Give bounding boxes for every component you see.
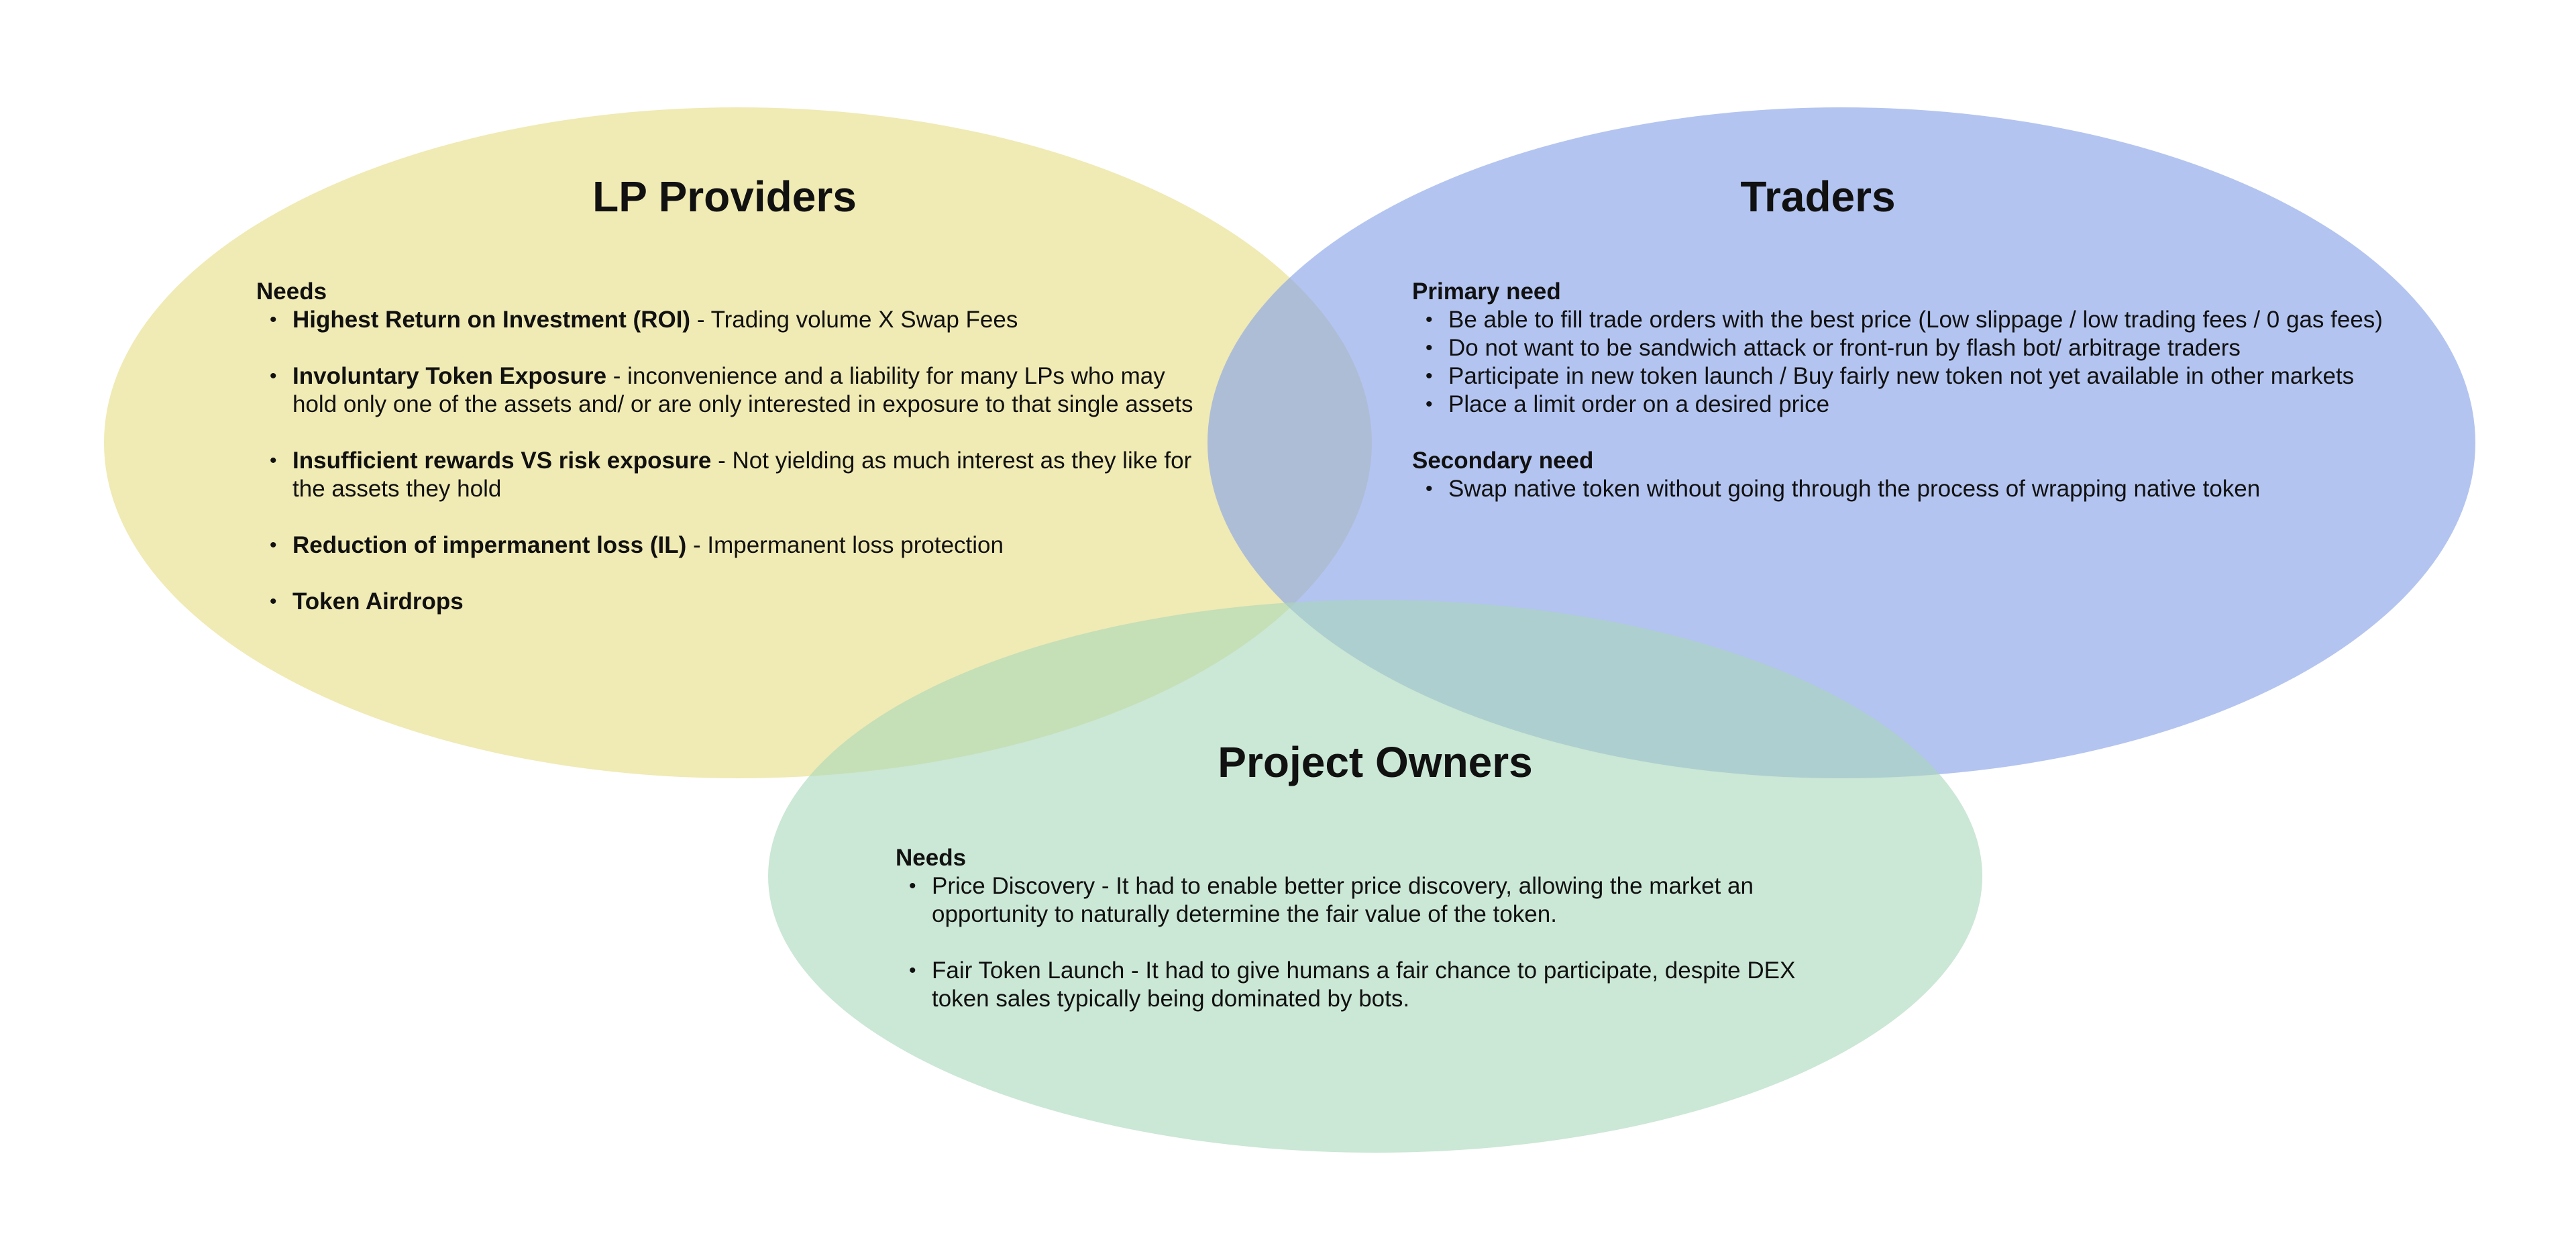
traders-primary-heading: Primary need [1412, 278, 1561, 305]
list-item: •Price Discovery - It had to enable bett… [909, 873, 1754, 927]
list-item: •Fair Token Launch - It had to give huma… [909, 957, 1796, 1012]
list-item: •Reduction of impermanent loss (IL) - Im… [270, 532, 1004, 558]
bullet-icon: • [1426, 478, 1433, 500]
bullet-icon: • [1426, 309, 1433, 331]
project-owners-title: Project Owners [1218, 738, 1533, 786]
lp-providers-needs-list: •Highest Return on Investment (ROI) - Tr… [256, 306, 1216, 616]
traders-title: Traders [1740, 172, 1896, 221]
bullet-icon: • [1426, 337, 1433, 359]
list-item: •Swap native token without going through… [1426, 476, 2261, 502]
list-item: •Do not want to be sandwich attack or fr… [1426, 335, 2241, 361]
list-item: •Highest Return on Investment (ROI) - Tr… [270, 307, 1018, 333]
list-item: •Place a limit order on a desired price [1426, 391, 1830, 417]
project-owners-needs-list: •Price Discovery - It had to enable bett… [896, 872, 1855, 1013]
list-item: •Participate in new token launch / Buy f… [1426, 363, 2355, 389]
bullet-icon: • [270, 534, 277, 556]
bullet-icon: • [909, 959, 916, 982]
bullet-icon: • [1426, 393, 1433, 415]
project-owners-ellipse [768, 600, 1982, 1153]
traders-needs: Primary need •Be able to fill trade orde… [1412, 278, 2392, 503]
project-owners-needs: Needs •Price Discovery - It had to enabl… [896, 844, 1855, 1013]
bullet-icon: • [909, 875, 916, 897]
traders-secondary-list: •Swap native token without going through… [1412, 475, 2392, 503]
bullet-icon: • [1426, 365, 1433, 387]
list-item: •Involuntary Token Exposure - inconvenie… [270, 363, 1193, 417]
lp-providers-ellipse [104, 107, 1372, 778]
lp-providers-needs-heading: Needs [256, 278, 327, 305]
lp-providers-needs: Needs •Highest Return on Investment (ROI… [256, 278, 1216, 616]
list-item: •Be able to fill trade orders with the b… [1426, 307, 2383, 333]
project-owners-needs-heading: Needs [896, 845, 967, 871]
traders-secondary-heading: Secondary need [1412, 448, 1594, 474]
bullet-icon: • [270, 309, 277, 331]
list-item: •Token Airdrops [270, 588, 464, 615]
bullet-icon: • [270, 450, 277, 472]
bullet-icon: • [270, 365, 277, 387]
bullet-icon: • [270, 590, 277, 613]
lp-providers-title: LP Providers [592, 172, 857, 221]
list-item: •Insufficient rewards VS risk exposure -… [270, 448, 1192, 502]
traders-primary-list: •Be able to fill trade orders with the b… [1412, 306, 2392, 419]
